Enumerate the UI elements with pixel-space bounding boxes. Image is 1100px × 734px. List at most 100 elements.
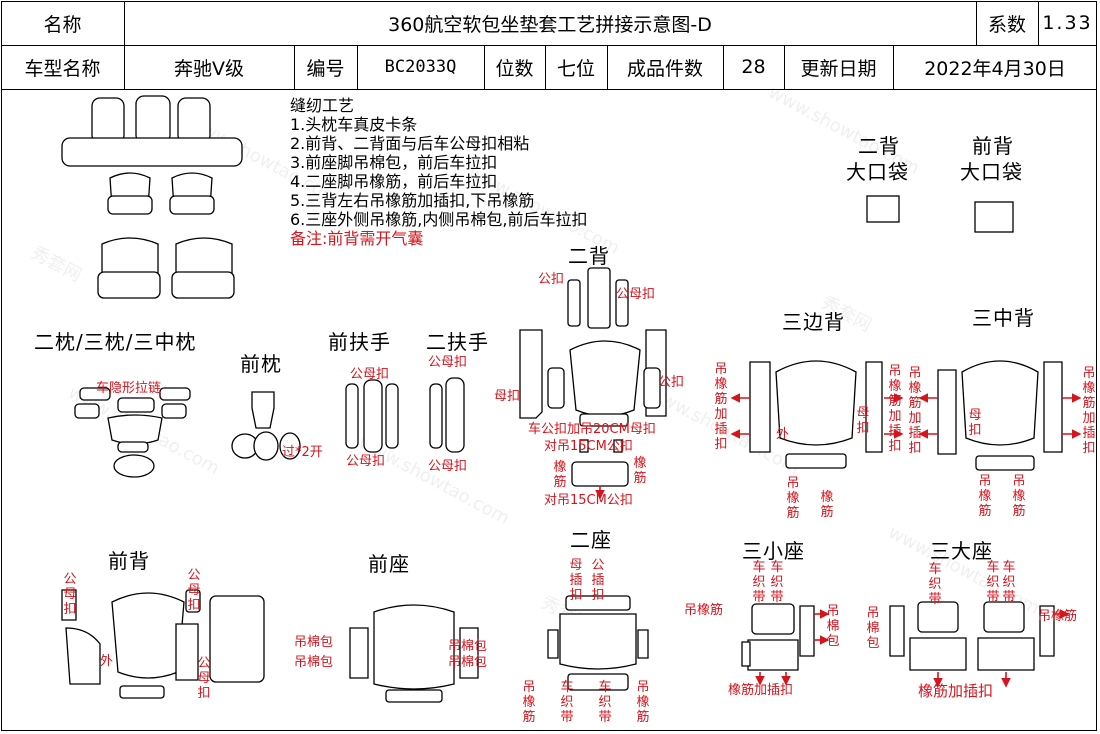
notes-item: 2.前背、二背面与后车公母扣相粘 — [290, 134, 530, 153]
annot-fb-male-bottom: 公母扣 — [197, 656, 211, 701]
header-divider-2 — [1, 89, 1097, 90]
third-big-seat-pieces — [889, 601, 1055, 671]
annot-pillow-open: 过*2开 — [282, 445, 323, 460]
pillows-pieces — [74, 387, 191, 478]
annot-fb-male-left: 公母扣 — [63, 572, 77, 617]
section-third-small-seat: 三小座 — [742, 539, 805, 563]
notes-item: 5.三背左右吊橡筋加插扣,下吊橡筋 — [290, 191, 535, 210]
front-seat-pieces — [349, 604, 479, 703]
section-second-seat: 二座 — [570, 528, 612, 552]
annot-sb-male-female: 公母扣 — [616, 287, 656, 302]
notes-title: 缝纫工艺 — [290, 96, 355, 115]
section-front-seat: 前座 — [368, 552, 410, 576]
annot-sb-elastic-left: 橡筋 — [553, 460, 567, 490]
annot-tmb-bottom-right: 吊橡筋 — [1012, 474, 1026, 519]
annot-tmb-bottom-left: 吊橡筋 — [978, 474, 992, 519]
annot-tss-tape-2: 车织带 — [770, 560, 784, 605]
annot-sb-15b: 对吊15CM公扣 — [544, 493, 633, 508]
header-col-1 — [124, 1, 125, 89]
annot-tss-cotton: 吊棉包 — [826, 604, 840, 649]
front-pillow-pieces — [231, 391, 301, 461]
second-seat-pieces — [547, 595, 649, 691]
annot-front-armrest-bottom: 公母扣 — [346, 454, 386, 469]
pocket-second-shape — [866, 195, 900, 223]
notes-item: 6.三座外侧吊橡筋,内侧吊棉包,前后车拉扣 — [290, 210, 588, 229]
annot-sb-female: 母扣 — [494, 389, 521, 404]
annot-tsb-outside: 外 — [776, 427, 790, 442]
header-col-8 — [784, 45, 785, 89]
annot-tss-bottom: 橡筋加插扣 — [728, 683, 794, 698]
second-armrest-pieces — [429, 377, 465, 453]
sheet-title: 360航空软包坐垫套工艺拼接示意图-D — [388, 13, 712, 36]
annot-tbs-tape-3: 车织带 — [1002, 560, 1016, 605]
section-third-side-back: 三边背 — [782, 310, 845, 334]
annot-fs-cotton-1: 吊棉包 — [294, 635, 334, 650]
annot-tsb-bottom-left: 吊橡筋 — [786, 476, 800, 521]
annot-second-armrest-bottom: 公母扣 — [428, 459, 468, 474]
section-second-back: 二背 — [568, 244, 610, 268]
annot-tss-tape-1: 车织带 — [752, 560, 766, 605]
pocket-second-subtitle: 大口袋 — [846, 160, 909, 184]
notes-item: 3.前座脚吊棉包，前后车拉扣 — [290, 153, 498, 172]
annot-tsb-left: 吊橡筋加插扣 — [714, 362, 728, 452]
annot-sb-male-right: 公扣 — [658, 375, 685, 390]
header-col-7 — [723, 45, 724, 89]
annot-tbs-tape-1: 车织带 — [928, 562, 942, 607]
annot-fb-male-right: 公母扣 — [187, 568, 201, 613]
seats-value: 七位 — [556, 57, 595, 80]
coef-value: 1.33 — [1042, 12, 1093, 34]
front-back-pieces — [61, 589, 265, 699]
header-col-coef — [976, 1, 977, 45]
annot-ss-elastic-right: 吊橡筋 — [636, 680, 650, 725]
annot-pillow-zip: 车隐形拉链 — [96, 381, 162, 396]
second-back-pieces — [519, 267, 667, 487]
front-armrest-pieces — [345, 379, 399, 453]
section-front-armrest: 前扶手 — [328, 330, 391, 354]
pieces-value: 28 — [741, 56, 766, 78]
date-value: 2022年4月30日 — [924, 57, 1066, 80]
section-third-big-seat: 三大座 — [930, 539, 993, 563]
section-pillows: 二枕/三枕/三中枕 — [34, 330, 197, 354]
section-front-pillow: 前枕 — [240, 352, 282, 376]
annot-ss-female-insert: 母插扣 — [569, 558, 583, 603]
seats-label: 位数 — [495, 57, 534, 80]
annot-sb-15a: 对吊15CM公扣 — [544, 439, 633, 454]
annot-fb-outside: 外 — [100, 654, 114, 669]
model-label: 车型名称 — [24, 57, 101, 80]
pocket-front-title: 前背 — [972, 134, 1014, 158]
annot-ss-tape-right: 车织带 — [598, 680, 612, 725]
annot-tss-elastic: 吊橡筋 — [684, 603, 724, 618]
annot-fs-cotton-2: 吊棉包 — [294, 655, 334, 670]
annot-sb-male: 公扣 — [538, 272, 565, 287]
header-col-9 — [893, 45, 894, 89]
annot-ss-tape-left: 车织带 — [560, 680, 574, 725]
notes-remark: 备注:前背需开气囊 — [290, 229, 424, 248]
annot-fs-cotton-3: 吊棉包 — [448, 639, 488, 654]
annot-tmb-left: 吊橡筋加插扣 — [908, 366, 922, 456]
date-label: 更新日期 — [800, 57, 877, 80]
annot-tmb-right: 吊橡筋加插扣 — [1082, 366, 1096, 456]
annot-ss-male-insert: 公插扣 — [591, 558, 605, 603]
seat-overview — [61, 95, 243, 299]
annot-tmb-female: 母扣 — [968, 408, 982, 438]
pocket-front-shape — [974, 201, 1014, 233]
header-col-5 — [545, 45, 546, 89]
annot-sb-elastic-right: 橡筋 — [633, 456, 647, 486]
model-value: 奔驰V级 — [174, 57, 244, 80]
pocket-front-subtitle: 大口袋 — [960, 160, 1023, 184]
annot-tbs-bottom: 橡筋加插扣 — [918, 682, 994, 700]
header-col-6 — [607, 45, 608, 89]
coef-label: 系数 — [987, 13, 1026, 36]
notes-item: 4.二座脚吊橡筋，前后车拉扣 — [290, 172, 498, 191]
annot-second-armrest-top: 公母扣 — [428, 355, 468, 370]
sewing-notes: 缝纫工艺 1.头枕车真皮卡条 2.前背、二背面与后车公母扣相粘 3.前座脚吊棉包… — [290, 96, 587, 248]
annot-sb-elastic-20: 车公扣加吊20CM母扣 — [528, 422, 656, 437]
section-front-back: 前背 — [108, 549, 150, 573]
annot-tbs-elastic: 吊橡筋 — [1038, 609, 1078, 624]
name-label: 名称 — [43, 13, 82, 36]
annot-tsb-female: 母扣 — [856, 406, 870, 436]
header-col-2 — [294, 45, 295, 89]
header-col-4 — [484, 45, 485, 89]
